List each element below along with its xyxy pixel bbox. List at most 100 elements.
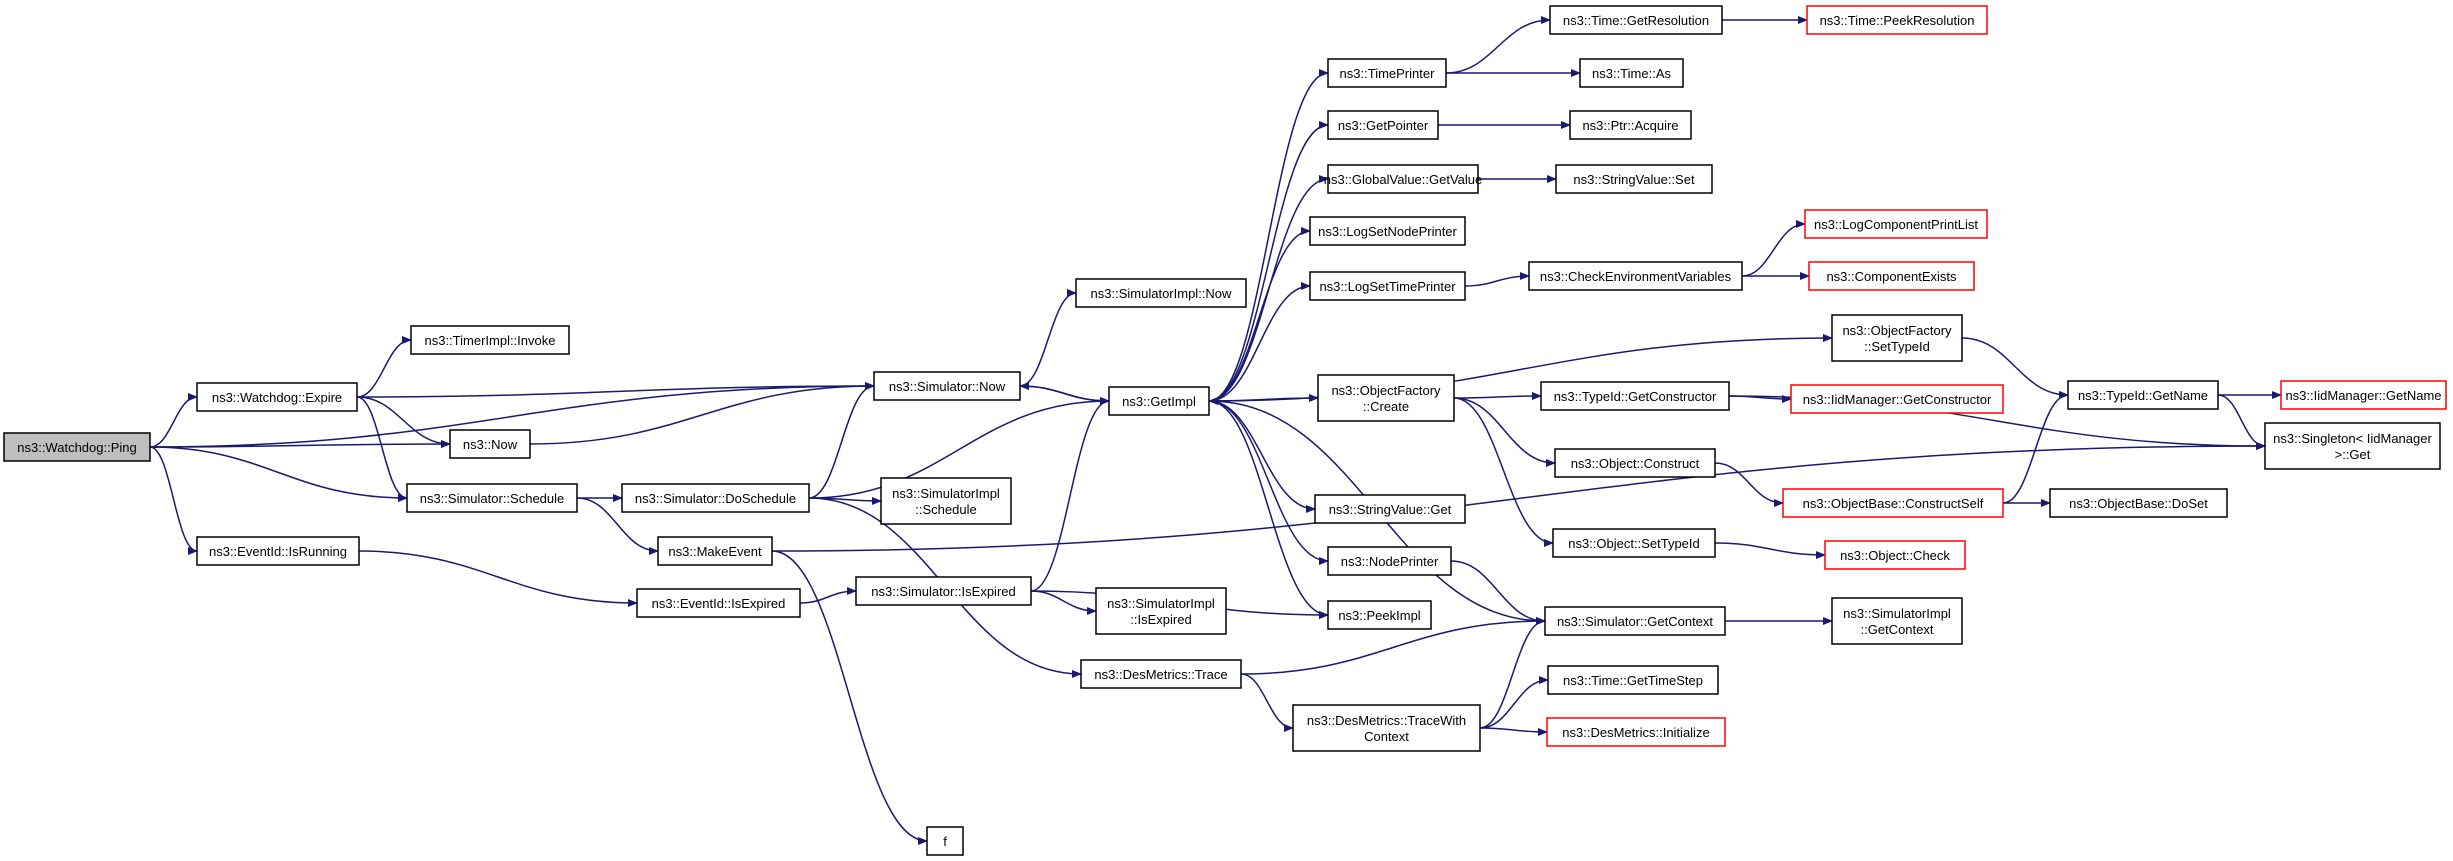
node-box[interactable] [1292, 704, 1481, 752]
node-box[interactable] [1831, 314, 1963, 362]
node-box[interactable] [1569, 110, 1692, 140]
node-box[interactable] [1552, 528, 1716, 558]
node-simimpl-isexpired[interactable]: ns3::SimulatorImpl::IsExpired [1095, 587, 1227, 635]
node-getpointer[interactable]: ns3::GetPointer [1327, 110, 1439, 140]
node-box[interactable] [1327, 58, 1447, 88]
node-checkenvvars[interactable]: ns3::CheckEnvironmentVariables [1528, 261, 1743, 291]
node-box[interactable] [2280, 380, 2447, 410]
node-box[interactable] [1808, 261, 1975, 291]
node-object-check[interactable]: ns3::Object::Check [1824, 540, 1966, 570]
node-sim-isexpired[interactable]: ns3::Simulator::IsExpired [855, 576, 1032, 606]
node-stringvalue-get[interactable]: ns3::StringValue::Get [1314, 494, 1466, 524]
node-peekimpl[interactable]: ns3::PeekImpl [1327, 600, 1432, 630]
node-eventid-isexpired[interactable]: ns3::EventId::IsExpired [636, 588, 801, 618]
node-box[interactable] [449, 429, 531, 459]
node-box[interactable] [926, 826, 964, 856]
node-box[interactable] [1327, 110, 1439, 140]
node-logsettimeprinter[interactable]: ns3::LogSetTimePrinter [1309, 271, 1466, 301]
node-box[interactable] [1824, 540, 1966, 570]
node-box[interactable] [1327, 600, 1432, 630]
node-iidmanager-getconstructor[interactable]: ns3::IidManager::GetConstructor [1790, 384, 2004, 414]
node-box[interactable] [1804, 209, 1988, 239]
node-box[interactable] [410, 325, 570, 355]
node-stringvalue-set[interactable]: ns3::StringValue::Set [1555, 164, 1713, 194]
node-box[interactable] [2264, 422, 2441, 470]
node-box[interactable] [1075, 278, 1247, 308]
node-typeid-getconstructor[interactable]: ns3::TypeId::GetConstructor [1540, 381, 1730, 411]
node-box[interactable] [1782, 488, 2004, 518]
node-object-construct[interactable]: ns3::Object::Construct [1554, 448, 1716, 478]
node-box[interactable] [1806, 5, 1988, 35]
node-logsetnodeprinter[interactable]: ns3::LogSetNodePrinter [1309, 216, 1466, 246]
node-box[interactable] [196, 536, 360, 566]
node-object-settypeid[interactable]: ns3::Object::SetTypeId [1552, 528, 1716, 558]
node-dm-initialize[interactable]: ns3::DesMetrics::Initialize [1546, 717, 1726, 747]
node-box[interactable] [406, 483, 578, 513]
node-box[interactable] [1555, 164, 1713, 194]
node-componentexists[interactable]: ns3::ComponentExists [1808, 261, 1975, 291]
node-box[interactable] [2049, 488, 2228, 518]
node-box[interactable] [855, 576, 1032, 606]
node-time-getresolution[interactable]: ns3::Time::GetResolution [1549, 5, 1723, 35]
node-expire[interactable]: ns3::Watchdog::Expire [196, 382, 358, 412]
node-gv-getvalue[interactable]: ns3::GlobalValue::GetValue [1324, 164, 1483, 194]
node-box[interactable] [1579, 58, 1684, 88]
node-typeid-getname[interactable]: ns3::TypeId::GetName [2067, 380, 2219, 410]
node-eventid-isrunning[interactable]: ns3::EventId::IsRunning [196, 536, 360, 566]
node-box[interactable] [1544, 606, 1726, 636]
node-box[interactable] [636, 588, 801, 618]
node-box[interactable] [1108, 386, 1210, 416]
node-box[interactable] [1528, 261, 1743, 291]
node-box[interactable] [1554, 448, 1716, 478]
node-timeprinter[interactable]: ns3::TimePrinter [1327, 58, 1447, 88]
node-box[interactable] [196, 382, 358, 412]
node-box[interactable] [880, 477, 1012, 525]
node-time-gettimestep[interactable]: ns3::Time::GetTimeStep [1547, 665, 1719, 695]
node-sim-schedule[interactable]: ns3::Simulator::Schedule [406, 483, 578, 513]
node-box[interactable] [1790, 384, 2004, 414]
node-makeevent[interactable]: ns3::MakeEvent [657, 536, 773, 566]
node-box[interactable] [1095, 587, 1227, 635]
node-time-as[interactable]: ns3::Time::As [1579, 58, 1684, 88]
node-iidmanager-getname[interactable]: ns3::IidManager::GetName [2280, 380, 2447, 410]
node-box[interactable] [1309, 216, 1466, 246]
node-ptr-acquire[interactable]: ns3::Ptr::Acquire [1569, 110, 1692, 140]
node-box[interactable] [1314, 494, 1466, 524]
node-box[interactable] [657, 536, 773, 566]
node-box[interactable] [1549, 5, 1723, 35]
node-nodeprinter[interactable]: ns3::NodePrinter [1327, 546, 1452, 576]
node-box[interactable] [1327, 164, 1479, 194]
node-box[interactable] [1546, 717, 1726, 747]
node-box[interactable] [1317, 374, 1455, 422]
node-ping[interactable]: ns3::Watchdog::Ping [3, 432, 151, 462]
node-now[interactable]: ns3::Now [449, 429, 531, 459]
node-getimpl[interactable]: ns3::GetImpl [1108, 386, 1210, 416]
node-box[interactable] [1540, 381, 1730, 411]
node-desmetrics-trace[interactable]: ns3::DesMetrics::Trace [1080, 659, 1242, 689]
node-box[interactable] [1327, 546, 1452, 576]
node-sim-getcontext[interactable]: ns3::Simulator::GetContext [1544, 606, 1726, 636]
node-simimpl-now[interactable]: ns3::SimulatorImpl::Now [1075, 278, 1247, 308]
node-time-peekresolution[interactable]: ns3::Time::PeekResolution [1806, 5, 1988, 35]
node-box[interactable] [3, 432, 151, 462]
node-of-settypeid[interactable]: ns3::ObjectFactory::SetTypeId [1831, 314, 1963, 362]
node-box[interactable] [1547, 665, 1719, 695]
node-box[interactable] [1309, 271, 1466, 301]
node-of-create[interactable]: ns3::ObjectFactory::Create [1317, 374, 1455, 422]
node-box[interactable] [873, 371, 1021, 401]
node-objectbase-doset[interactable]: ns3::ObjectBase::DoSet [2049, 488, 2228, 518]
node-singleton-get[interactable]: ns3::Singleton< IidManager >::Get [2264, 422, 2441, 470]
node-simimpl-getcontext[interactable]: ns3::SimulatorImpl::GetContext [1831, 597, 1963, 645]
node-logcomponentprintlist[interactable]: ns3::LogComponentPrintList [1804, 209, 1988, 239]
node-box[interactable] [1080, 659, 1242, 689]
node-sim-now[interactable]: ns3::Simulator::Now [873, 371, 1021, 401]
node-f[interactable]: f [926, 826, 964, 856]
node-objectbase-constructself[interactable]: ns3::ObjectBase::ConstructSelf [1782, 488, 2004, 518]
node-timerimpl-invoke[interactable]: ns3::TimerImpl::Invoke [410, 325, 570, 355]
node-box[interactable] [2067, 380, 2219, 410]
node-simimpl-schedule[interactable]: ns3::SimulatorImpl::Schedule [880, 477, 1012, 525]
node-sim-doschedule[interactable]: ns3::Simulator::DoSchedule [621, 483, 810, 513]
node-box[interactable] [621, 483, 810, 513]
node-box[interactable] [1831, 597, 1963, 645]
